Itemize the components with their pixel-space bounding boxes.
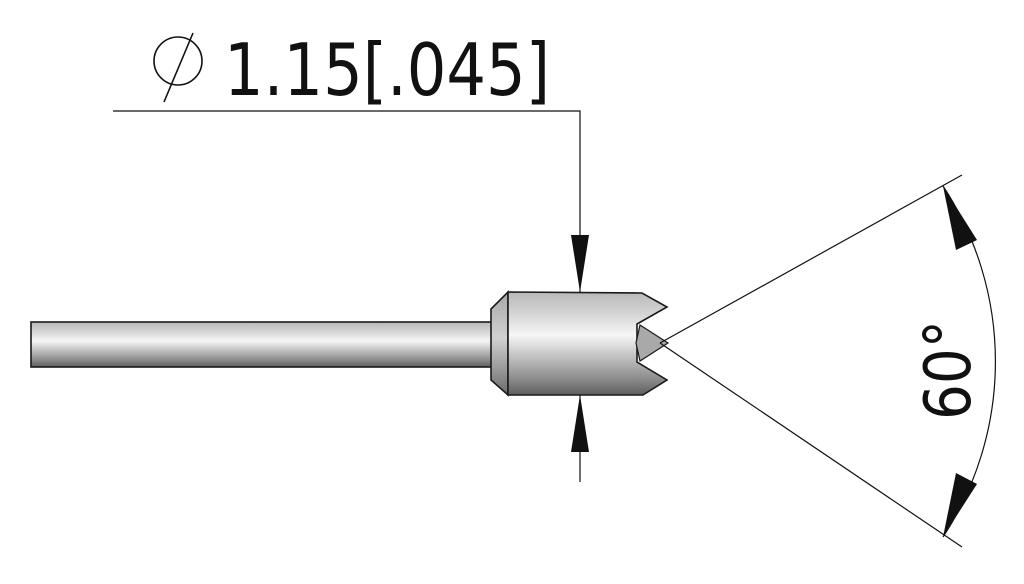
diameter-value: 1.15[.045]	[224, 28, 550, 112]
arrow-angle-top-icon	[943, 186, 977, 250]
crown-center-tooth	[635, 324, 670, 362]
crown-head	[507, 291, 670, 396]
arrow-angle-bottom-icon	[943, 473, 977, 537]
diameter-dimension: 1.15[.045]	[113, 28, 589, 482]
head-chamfer	[490, 290, 509, 397]
angle-value: 60°	[912, 320, 986, 420]
arrow-down-icon	[571, 235, 589, 292]
diameter-symbol-icon	[153, 32, 203, 103]
pin-shaft	[30, 321, 494, 368]
arrow-up-icon	[571, 395, 589, 452]
angle-dimension: 60°	[659, 174, 996, 548]
